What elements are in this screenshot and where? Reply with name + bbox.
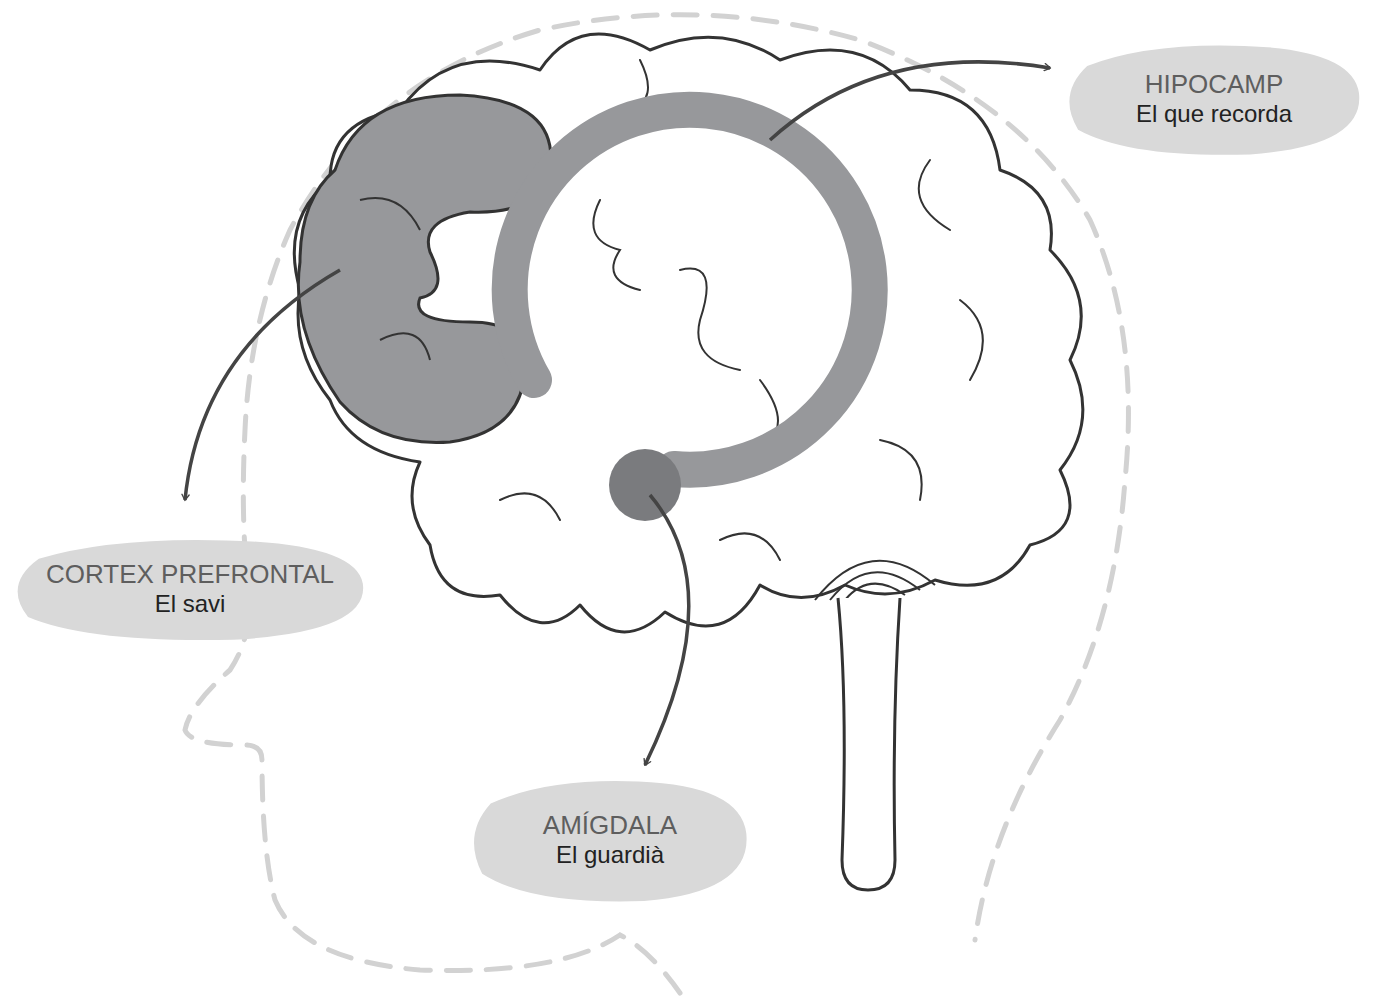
brain-stem [838, 598, 900, 890]
region-role: El que recorda [1136, 99, 1292, 129]
hippocampus [510, 110, 870, 470]
callout-blob: HIPOCAMPEl que recorda [1063, 40, 1365, 158]
blob-shape [1063, 40, 1365, 158]
leader-arrow [185, 270, 340, 500]
cerebellum [815, 561, 935, 600]
region-name: HIPOCAMP [1145, 69, 1284, 99]
blob-shape [10, 535, 370, 643]
gyri-lines [500, 60, 983, 560]
callout-blob: AMÍGDALAEl guardià [468, 775, 752, 905]
region-role: El savi [155, 589, 226, 619]
brain-outline [294, 34, 1083, 632]
region-name: AMÍGDALA [543, 810, 677, 840]
blob-shape [468, 775, 752, 905]
region-name: CORTEX PREFRONTAL [46, 559, 334, 589]
prefrontal-folds [360, 198, 430, 360]
head-outline [185, 15, 1128, 993]
callout-blob: CORTEX PREFRONTALEl savi [10, 535, 370, 643]
amygdala [609, 449, 681, 521]
leader-arrow [770, 62, 1050, 140]
leader-arrow [645, 495, 689, 765]
region-role: El guardià [556, 840, 664, 870]
